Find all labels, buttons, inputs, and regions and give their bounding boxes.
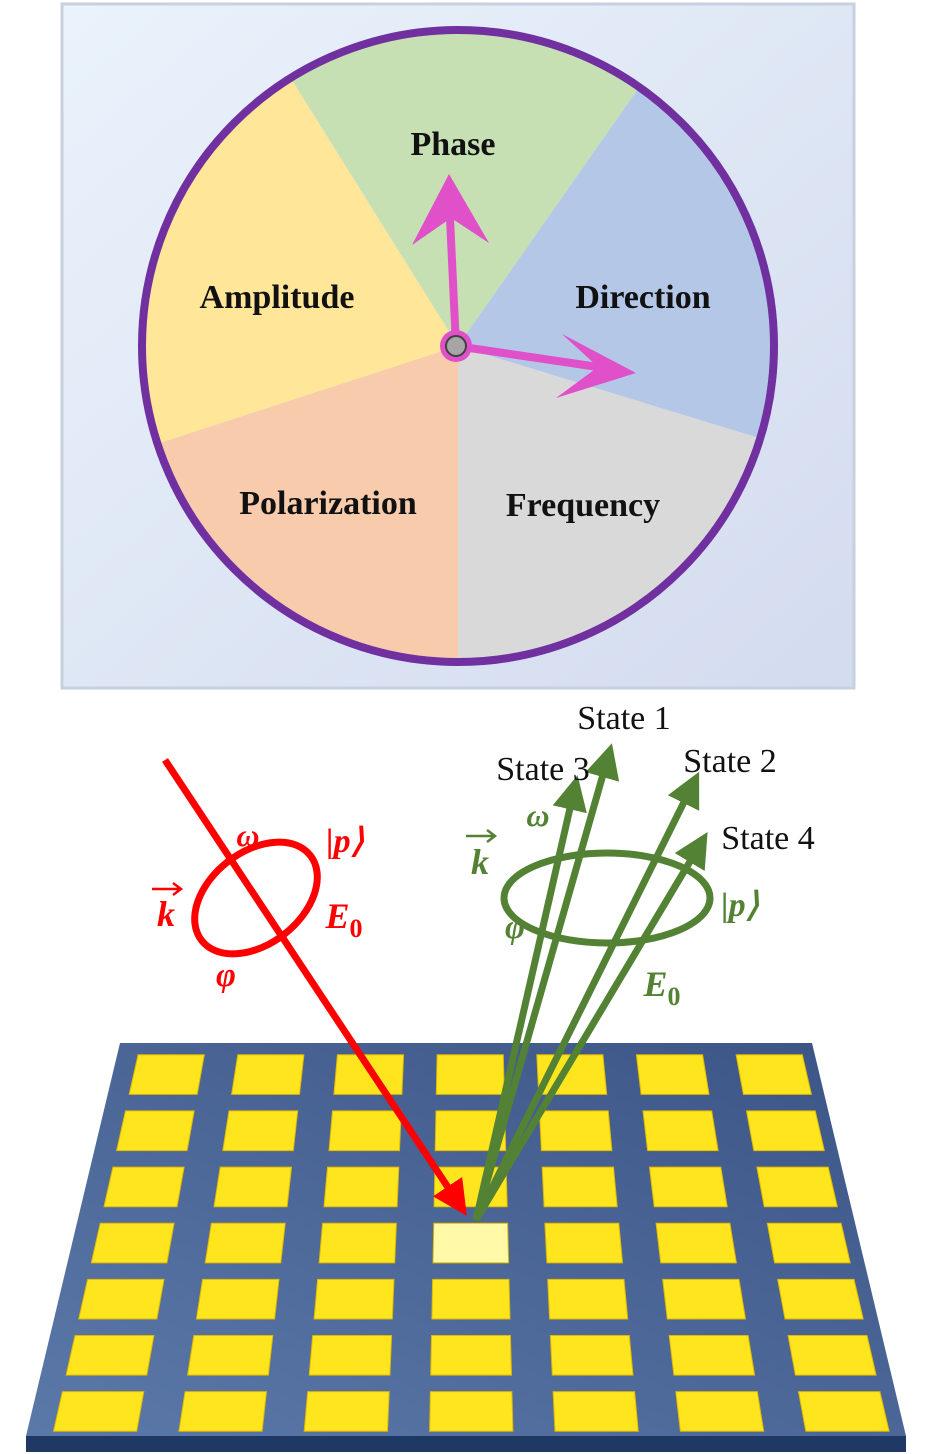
unit-cell [642,1110,719,1152]
reflected-polarization-ellipse [500,849,714,947]
incident-k-symbol: k [157,894,175,934]
unit-cell [333,1054,405,1095]
reflected-beams: ω k φ |p⟩ E0 [466,743,760,1222]
sector-label-polarization: Polarization [239,485,417,522]
unit-cell [544,1222,624,1264]
unit-cell [675,1391,765,1432]
unit-cell [648,1166,728,1208]
unit-cell [90,1222,175,1264]
unit-cell [552,1391,639,1432]
unit-cells [52,1054,890,1432]
unit-cell [308,1335,393,1376]
unit-cell [328,1110,402,1152]
incident-phi-symbol: φ [216,957,236,994]
unit-cell [103,1166,185,1208]
wheel-sector-polarization [157,346,459,662]
incident-k-vector-arrow [152,882,184,896]
reflected-p-symbol: |p⟩ [721,887,759,924]
incident-wave-arrow [162,758,467,1216]
state-1-beam-arrow [472,743,620,1221]
unit-cell [187,1335,274,1376]
reflected-k-symbol: k [471,842,489,882]
pointer-right-arrowhead [556,334,636,398]
unit-cell [429,1391,514,1432]
wheel-sector-amplitude [141,78,458,444]
unit-cell [662,1278,747,1320]
unit-cell [756,1166,838,1208]
unit-cell [735,1054,813,1095]
metasurface [26,1043,906,1452]
unit-cell [797,1391,890,1432]
unit-cell [745,1110,825,1152]
unit-cell [547,1278,629,1320]
unit-cell-active [432,1222,510,1264]
incident-e0-symbol: E0 [324,896,362,943]
unit-cell [52,1391,145,1432]
unit-cell [787,1335,877,1376]
state-1-label: State 1 [577,700,670,737]
unit-cell [213,1166,293,1208]
wheel-pointer [412,174,636,398]
unit-cell [65,1335,155,1376]
unit-cell [777,1278,864,1320]
unit-cell [303,1391,390,1432]
pointer-up-arrowhead [412,174,489,245]
unit-cell [195,1278,280,1320]
incident-omega-symbol: ω [236,817,259,853]
unit-cell [668,1335,756,1376]
incident-p-symbol: |p⟩ [326,823,364,860]
sector-label-amplitude: Amplitude [200,279,355,316]
sector-label-phase: Phase [411,126,496,163]
unit-cell [435,1054,505,1095]
unit-cell [178,1391,268,1432]
substrate-edge [26,1436,906,1452]
state-3-label: State 3 [496,751,589,788]
unit-cell [635,1054,710,1095]
unit-cell [115,1110,195,1152]
wheel-sector-direction [458,87,774,439]
unit-cell [538,1110,613,1152]
reflected-phi-symbol: φ [505,909,525,946]
pointer-hub-center [445,335,467,357]
sector-label-frequency: Frequency [506,487,660,524]
unit-cell [434,1110,507,1152]
state-2-label: State 2 [683,743,776,780]
unit-cell [204,1222,286,1264]
sector-label-direction: Direction [575,279,710,316]
wheel-sector-phase [290,29,640,346]
unit-cell [541,1166,618,1208]
reflected-omega-symbol: ω [526,797,549,833]
reflected-k-vector-arrow [466,829,498,843]
unit-cell [222,1110,299,1152]
reflected-e0-symbol: E0 [642,964,680,1011]
wheel-sectors [141,29,774,662]
unit-cell [231,1054,305,1095]
unit-cell [313,1278,395,1320]
unit-cell [430,1335,513,1376]
state-4-beam-arrow [472,831,708,1222]
state-2-beam-arrow [472,771,700,1222]
incident-beam: ω |p⟩ k E0 φ [152,758,467,1216]
state-4-label: State 4 [721,820,814,857]
state-3-beam-arrow [472,775,587,1221]
wheel-sector-frequency [458,346,761,662]
unit-cell [431,1278,511,1320]
unit-cell [78,1278,165,1320]
unit-cell [655,1222,737,1264]
unit-cell [766,1222,851,1264]
unit-cell [323,1166,400,1208]
unit-cell [318,1222,397,1264]
wheel-ring [138,26,778,666]
unit-cell [549,1335,634,1376]
wheel-panel: Phase Direction Frequency Polarization A… [60,2,856,690]
unit-cell [128,1054,205,1095]
